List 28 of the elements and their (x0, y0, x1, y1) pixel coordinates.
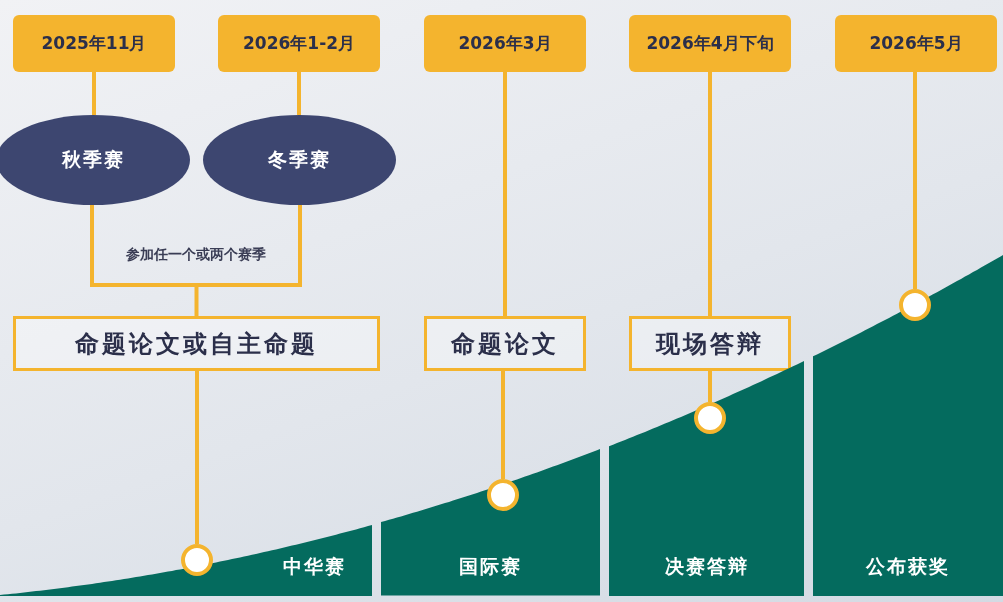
date-box: 2025年11月 (13, 15, 175, 72)
connector-line (195, 371, 199, 544)
date-box: 2026年3月 (424, 15, 586, 72)
connector-line (913, 72, 917, 289)
stage-box: 命题论文或自主命题 (13, 316, 380, 371)
connector-line (194, 287, 199, 316)
date-box: 2026年1-2月 (218, 15, 380, 72)
season-label: 冬季赛 (268, 147, 331, 172)
connector-line (501, 371, 505, 479)
connector-line (503, 72, 507, 316)
timeline-dot (181, 544, 213, 576)
season-label: 秋季赛 (61, 147, 125, 172)
connector-line (708, 371, 712, 402)
date-box: 2026年5月 (835, 15, 997, 72)
bar-label: 中华赛 (283, 554, 346, 579)
connector-line (297, 72, 301, 115)
stage-box: 命题论文 (424, 316, 586, 371)
bar-label: 国际赛 (459, 554, 522, 579)
date-box: 2026年4月下旬 (629, 15, 791, 72)
connector-line (708, 72, 712, 316)
bar-label: 决赛答辩 (664, 554, 749, 579)
stage-box: 现场答辩 (629, 316, 791, 371)
connector-line (298, 205, 302, 240)
connector-line (90, 205, 94, 240)
bar-label: 公布获奖 (866, 554, 950, 579)
bracket (90, 240, 302, 287)
note-text: 参加任一个或两个赛季 (126, 246, 266, 264)
connector-line (92, 72, 96, 115)
